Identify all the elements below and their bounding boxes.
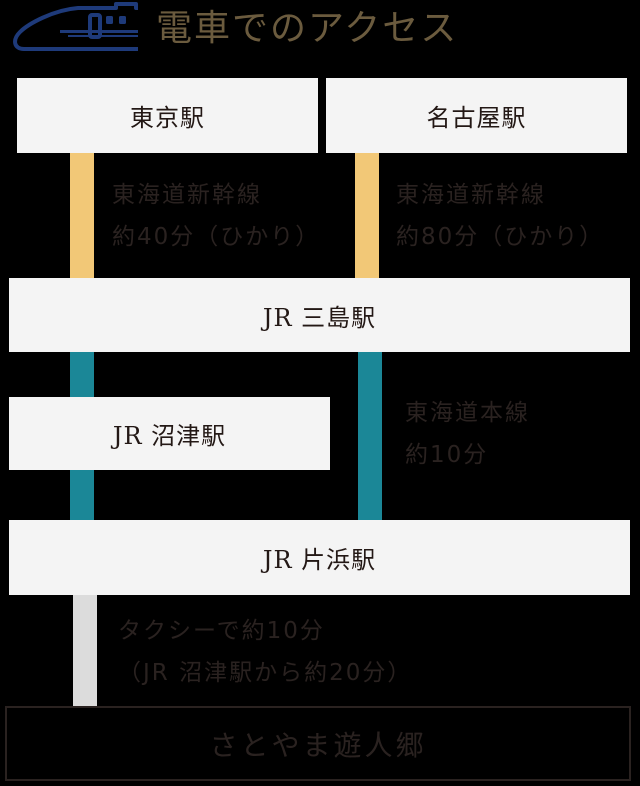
tokaido-line-left-lower — [70, 470, 94, 520]
route-info-mishima-katahama: 東海道本線 約10分 — [405, 392, 530, 476]
destination-box: さとやま遊人郷 — [5, 706, 631, 781]
station-numazu: JR 沼津駅 — [9, 397, 330, 470]
station-label: JR 三島駅 — [262, 303, 377, 332]
destination-label: さとやま遊人郷 — [209, 728, 427, 762]
shinkansen-line-nagoya — [355, 153, 379, 278]
taxi-line — [73, 595, 97, 706]
route-duration: 約10分 — [405, 442, 489, 468]
route-line-name: 東海道新幹線 — [112, 182, 262, 208]
page-title: 電車でのアクセス — [156, 8, 459, 49]
route-info-nagoya-mishima: 東海道新幹線 約80分（ひかり） — [396, 174, 604, 258]
route-alt-time: （JR 沼津駅から約20分） — [118, 660, 413, 686]
route-duration: 約40分（ひかり） — [112, 224, 321, 250]
station-mishima: JR 三島駅 — [9, 278, 630, 352]
station-tokyo: 東京駅 — [17, 78, 318, 153]
route-info-taxi: タクシーで約10分 （JR 沼津駅から約20分） — [118, 610, 412, 694]
route-taxi-time: タクシーで約10分 — [118, 618, 325, 644]
route-line-name: 東海道新幹線 — [396, 182, 546, 208]
tokaido-line-left-upper — [70, 352, 94, 397]
station-nagoya: 名古屋駅 — [326, 78, 627, 153]
route-info-tokyo-mishima: 東海道新幹線 約40分（ひかり） — [112, 174, 320, 258]
route-duration: 約80分（ひかり） — [396, 224, 605, 250]
station-label: 名古屋駅 — [426, 104, 527, 132]
station-label: JR 片浜駅 — [262, 546, 377, 574]
tokaido-line-right — [358, 352, 382, 520]
station-katahama: JR 片浜駅 — [9, 520, 630, 595]
shinkansen-train-icon — [8, 2, 144, 52]
shinkansen-line-tokyo — [70, 153, 94, 278]
station-label: 東京駅 — [130, 104, 205, 132]
station-label: JR 沼津駅 — [112, 422, 227, 450]
route-line-name: 東海道本線 — [405, 400, 530, 426]
